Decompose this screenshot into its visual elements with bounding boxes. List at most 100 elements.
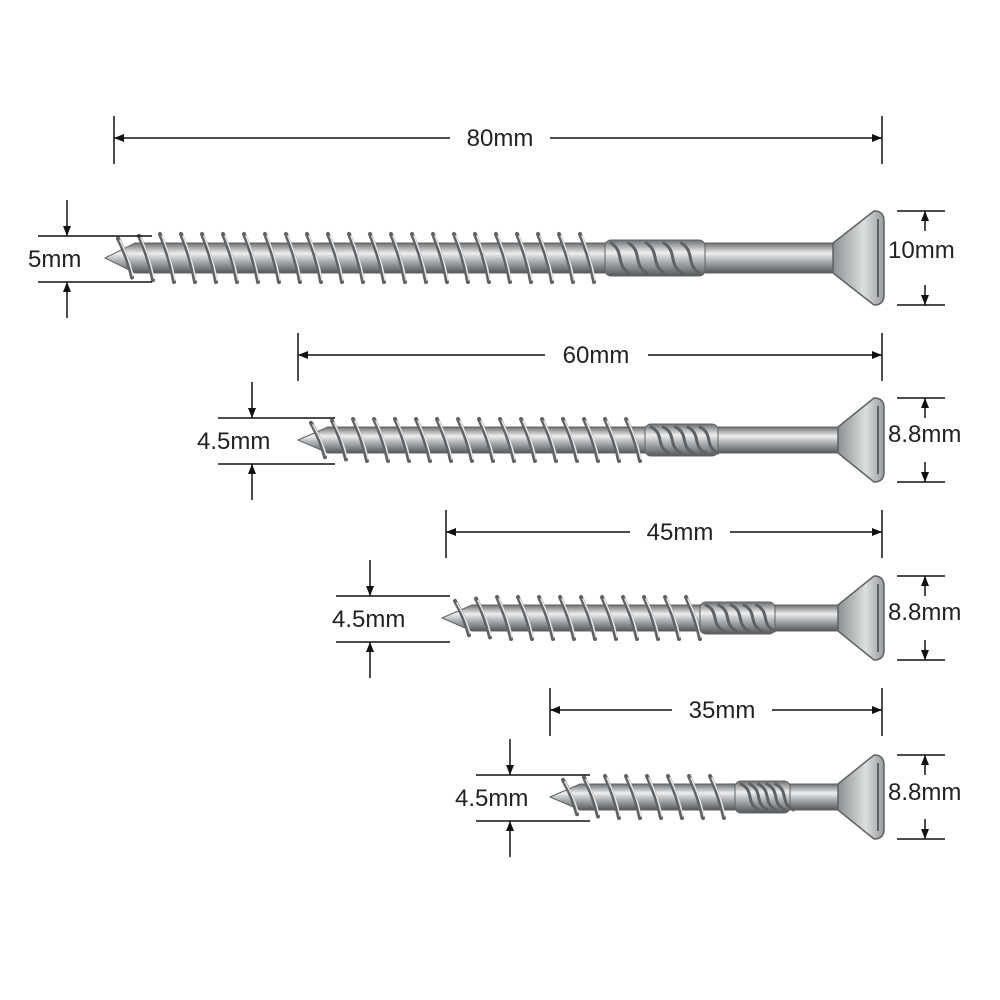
cutter-rib-1-3 [644, 241, 666, 275]
thread-crest-1-1 [116, 236, 134, 280]
head-diameter-label-2: 8.8mm [888, 421, 961, 448]
thread-crest-1-18 [473, 232, 491, 284]
cutter-rib-3-3 [729, 603, 751, 633]
thread-crest-1-19 [494, 232, 512, 284]
thread-crest-3-11 [663, 595, 681, 641]
thread-highlight-3-1 [456, 602, 471, 634]
length-label-1: 80mm [467, 125, 534, 152]
thread-highlight-3-12 [687, 598, 702, 638]
thread-crest-2-11 [519, 417, 537, 463]
thread-crest-3-12 [684, 595, 702, 641]
length-label-3: 45mm [647, 519, 714, 546]
thread-crest-2-2 [330, 418, 348, 462]
cutter-rib-3-5 [754, 603, 776, 633]
cutter-rib-4-5 [773, 782, 795, 812]
thread-highlight-2-3 [354, 420, 369, 460]
thread-highlight-4-1 [564, 781, 579, 813]
thread-highlight-1-7 [245, 235, 260, 281]
thread-highlight-1-5 [203, 235, 218, 281]
screw-icon-1 [103, 210, 885, 306]
cutter-rib-1-1 [609, 241, 631, 275]
thread-highlight-4-6 [669, 777, 684, 817]
cutter-rib-4-2 [748, 782, 770, 812]
thread-highlight-2-10 [501, 420, 516, 460]
screw-icon-2 [296, 397, 885, 483]
cutter-rib-3-1 [704, 603, 726, 633]
head-dimension-4 [897, 754, 945, 840]
thread-highlight-2-15 [606, 420, 621, 460]
screw-icon-3 [440, 575, 885, 661]
thread-highlight-3-10 [645, 598, 660, 638]
thread-crest-3-3 [495, 595, 513, 641]
head-dimension-1 [897, 210, 945, 306]
countersunk-head-2 [837, 397, 885, 483]
thread-highlight-2-8 [459, 420, 474, 460]
thread-crest-1-13 [368, 232, 386, 284]
head-diameter-label-1: 10mm [888, 237, 955, 264]
thread-highlight-1-18 [476, 235, 491, 281]
thread-highlight-2-7 [438, 420, 453, 460]
thread-crest-4-4 [624, 774, 642, 820]
thread-crest-2-7 [435, 417, 453, 463]
thread-crest-2-6 [414, 417, 432, 463]
thread-highlight-4-4 [627, 777, 642, 817]
thread-crest-4-2 [582, 775, 600, 819]
thread-highlight-2-1 [312, 424, 327, 456]
thread-highlight-1-23 [581, 235, 596, 281]
thread-highlight-1-2 [140, 237, 155, 279]
cutter-rib-2-4 [686, 425, 708, 455]
thread-highlight-2-5 [396, 420, 411, 460]
thread-crest-3-10 [642, 595, 660, 641]
thread-crest-2-1 [309, 420, 327, 460]
thread-crest-1-4 [179, 232, 197, 284]
thread-highlight-1-17 [455, 235, 470, 281]
thread-diameter-label-3: 4.5mm [332, 606, 405, 633]
thread-crest-3-2 [474, 596, 492, 640]
cutter-rib-1-5 [679, 241, 701, 275]
thread-highlight-1-15 [413, 235, 428, 281]
thread-dimension-3 [336, 560, 450, 678]
thread-highlight-4-3 [606, 777, 621, 817]
thread-highlight-1-22 [560, 235, 575, 281]
screw-group-1: 80mm 5mm 10mm [28, 116, 955, 318]
thread-highlight-1-8 [266, 235, 281, 281]
thread-highlight-2-14 [585, 420, 600, 460]
cutter-rib-3-4 [742, 603, 764, 633]
thread-crest-2-4 [372, 417, 390, 463]
head-dimension-2 [897, 397, 945, 483]
thread-crest-4-5 [645, 774, 663, 820]
thread-highlight-1-4 [182, 235, 197, 281]
thread-highlight-3-2 [477, 599, 492, 637]
thread-core-4 [548, 783, 736, 811]
thread-crest-1-7 [242, 232, 260, 284]
thread-crest-1-3 [158, 232, 176, 284]
length-dimension-1 [113, 116, 883, 164]
cutter-rib-4-1 [739, 782, 761, 812]
thread-highlight-2-9 [480, 420, 495, 460]
thread-highlight-1-6 [224, 235, 239, 281]
thread-highlight-3-3 [498, 598, 513, 638]
thread-highlight-1-21 [539, 235, 554, 281]
screw-icon-4 [548, 754, 885, 840]
head-diameter-label-4: 8.8mm [888, 779, 961, 806]
cutter-rib-2-3 [673, 425, 695, 455]
thread-highlight-1-16 [434, 235, 449, 281]
head-dimension-3 [897, 575, 945, 661]
shank-2 [717, 426, 843, 454]
thread-crest-3-7 [579, 595, 597, 641]
thread-highlight-4-7 [690, 777, 705, 817]
thread-highlight-3-6 [561, 598, 576, 638]
thread-crest-1-14 [389, 232, 407, 284]
thread-highlight-1-19 [497, 235, 512, 281]
thread-crest-2-5 [393, 417, 411, 463]
thread-highlight-2-6 [417, 420, 432, 460]
screw-group-2: 60mm 4.5mm 8.8mm [197, 333, 961, 500]
length-dimension-2 [297, 333, 883, 381]
thread-crest-1-15 [410, 232, 428, 284]
thread-crest-2-15 [603, 417, 621, 463]
cutter-rib-2-2 [661, 425, 683, 455]
thread-crest-2-3 [351, 417, 369, 463]
thread-highlight-2-12 [543, 420, 558, 460]
cutter-rib-2-1 [649, 425, 671, 455]
